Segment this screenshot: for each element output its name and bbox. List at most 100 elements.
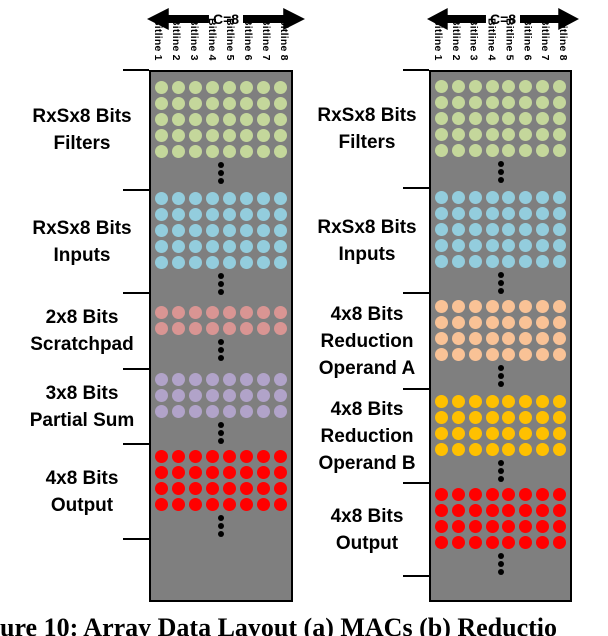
bit-dot [172,305,185,319]
vertical-ellipsis-icon [497,272,504,294]
bit-dot [434,255,448,268]
bit-dot [206,96,219,110]
bit-dot [223,482,236,495]
bit-dot [553,255,567,268]
bit-dot [257,450,270,463]
bit-dot [536,239,550,252]
bit-dot [189,305,202,319]
bit-dot [434,520,448,533]
vertical-ellipsis-icon [218,422,224,444]
bit-dot [451,315,465,329]
bit-dot [240,466,253,479]
bit-dot [274,466,287,479]
label-line: RxSx8 Bits [317,216,417,238]
bit-dot [434,239,448,252]
bit-dot [155,240,168,253]
bit-dot [468,410,482,424]
bit-dot [468,520,482,533]
bit-dot [206,450,219,463]
bit-dot [519,410,533,424]
bit-dot [434,536,448,549]
bit-dot [468,207,482,220]
label-output-a: 4x8 Bits Output [16,444,148,539]
bit-dot [257,96,270,110]
bit-dot [240,80,253,94]
bit-dot [189,466,202,479]
arrow-right-icon [243,8,306,30]
bit-dot [519,442,533,456]
bit-dot [223,96,236,110]
bitline-label: Bitline 6 [242,18,254,61]
bit-dot [206,321,219,335]
bit-dot [274,112,287,126]
bit-dot [536,331,550,345]
bit-dot [189,112,202,126]
bit-dot [553,331,567,345]
bit-dot [206,305,219,319]
bit-dot [434,223,448,236]
bit-dot [536,79,550,93]
bit-dot [155,144,168,158]
bit-dot [240,224,253,237]
bit-dot [274,240,287,253]
vertical-ellipsis-icon [218,515,224,537]
bit-dot [468,299,482,313]
bit-dot [485,394,499,408]
bit-dot [257,128,270,142]
bit-dot [451,442,465,456]
bit-dot [172,128,185,142]
bit-dot [519,127,533,141]
bitline-label: Bitline 3 [188,18,200,61]
bit-dot [434,207,448,220]
bit-dot [240,321,253,335]
bit-dot [468,331,482,345]
dot-grid-inputs [151,192,291,269]
bit-dot [519,394,533,408]
bit-dot [274,192,287,205]
vertical-ellipsis-icon [218,161,224,184]
bit-dot [553,520,567,533]
bit-dot [451,207,465,220]
bit-dot [206,112,219,126]
label-line: Reduction [320,425,414,447]
bit-dot [485,127,499,141]
bit-dot [257,373,270,386]
bit-dot [223,321,236,335]
section-filters-a [151,72,291,192]
bit-dot [553,95,567,109]
bit-dot [240,112,253,126]
bit-dot [468,504,482,517]
bit-dot [553,536,567,549]
section-labels-b: RxSx8 Bits Filters RxSx8 Bits Inputs 4x8… [302,70,432,576]
bit-dot [274,80,287,94]
bit-dot [434,111,448,125]
bit-dot [485,347,499,361]
bit-dot [189,256,202,269]
bit-dot [434,347,448,361]
bit-dot [434,79,448,93]
bit-dot [519,536,533,549]
bit-dot [553,207,567,220]
bit-dot [172,389,185,402]
bit-dot [223,450,236,463]
bit-dot [257,256,270,269]
bit-dot [172,405,185,418]
bit-dot [206,192,219,205]
label-line: Reduction [320,330,414,352]
bit-dot [172,466,185,479]
bit-dot [240,450,253,463]
bit-dot [189,80,202,94]
section-output-b [431,485,570,578]
section-tick [123,443,149,445]
bit-dot [553,79,567,93]
bit-dot [274,482,287,495]
bit-dot [536,520,550,533]
bit-dot [485,520,499,533]
section-tick [403,482,429,484]
bit-dot [155,466,168,479]
bit-dot [536,207,550,220]
label-line: RxSx8 Bits [32,106,132,127]
bit-dot [172,208,185,221]
bit-dot [502,79,516,93]
bit-dot [502,143,516,157]
